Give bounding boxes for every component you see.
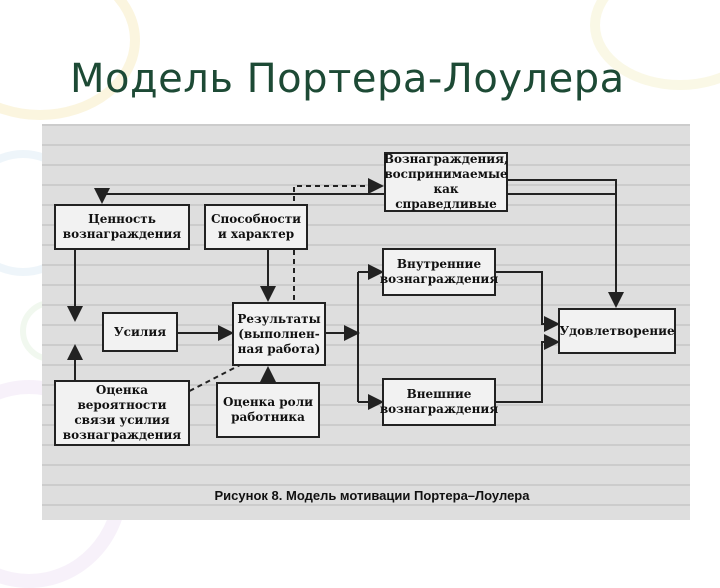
box-external-rewards: Внешние вознаграждения <box>380 378 498 426</box>
box-role-assessment: Оценка роли работника <box>216 382 320 438</box>
box-efforts: Усилия <box>102 312 178 352</box>
slide-title: Модель Портера-Лоулера <box>70 56 625 102</box>
arrow-internal-to-satisfaction <box>496 271 560 332</box>
arrow-external-to-satisfaction <box>496 334 560 403</box>
arrow-results-to-fair <box>293 178 384 300</box>
box-reward-value: Ценность вознаграждения <box>54 204 190 250</box>
diagram-scan: Вознаграждения, воспринимаемые как справ… <box>42 124 690 520</box>
box-internal-rewards: Внутренние вознаграждения <box>380 248 498 296</box>
box-results: Результаты (выполнен-ная работа) <box>232 302 326 366</box>
box-probability: Оценка вероятности связи усилия вознагра… <box>54 380 190 446</box>
box-abilities: Способности и характер <box>204 204 308 250</box>
box-satisfaction: Удовлетворение <box>558 308 676 354</box>
box-fair-rewards: Вознаграждения, воспринимаемые как справ… <box>383 152 509 212</box>
figure-caption: Рисунок 8. Модель мотивации Портера–Лоул… <box>214 488 530 503</box>
arrow-satisfaction-to-value <box>94 188 617 204</box>
arrow-fair-to-satisfaction <box>506 179 624 308</box>
